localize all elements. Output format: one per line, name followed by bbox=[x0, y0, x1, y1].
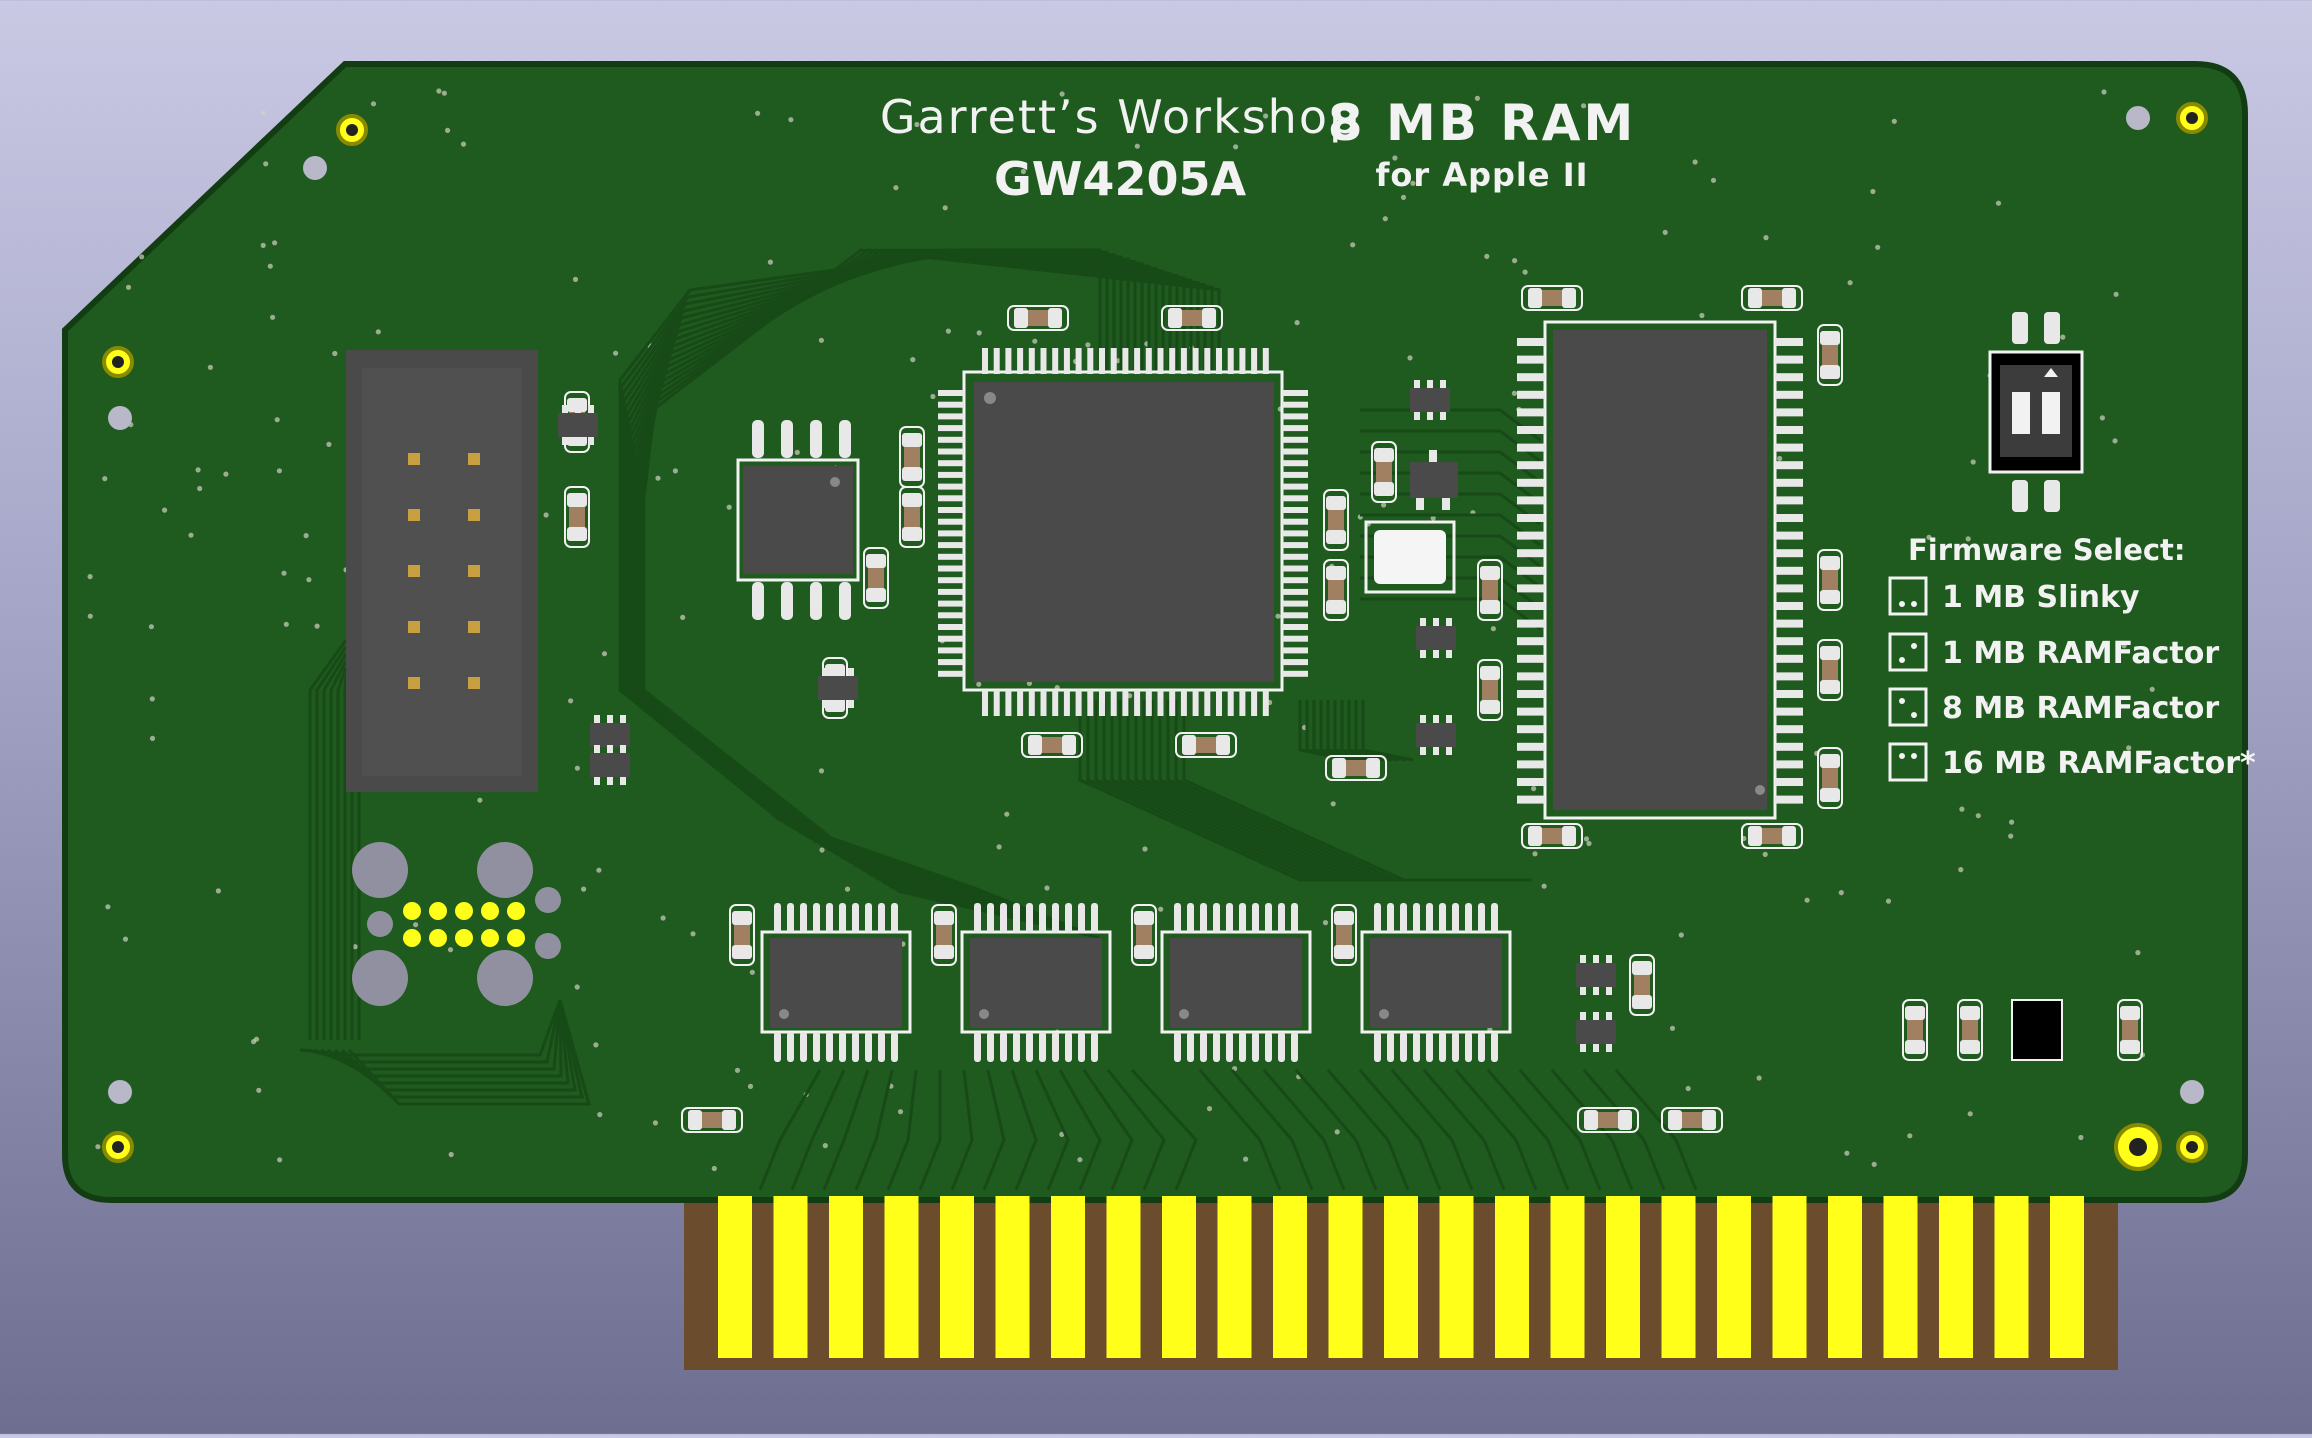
gold-finger bbox=[773, 1196, 808, 1358]
cpld-qfp100 bbox=[938, 348, 1308, 716]
firmware-option-1: 1 MB Slinky bbox=[1942, 580, 2140, 615]
gold-finger bbox=[995, 1196, 1030, 1358]
gold-finger bbox=[1439, 1196, 1474, 1358]
mounting-holes bbox=[102, 102, 2208, 1171]
gold-finger bbox=[1828, 1196, 1862, 1358]
gold-finger bbox=[1106, 1196, 1141, 1358]
gold-finger bbox=[718, 1196, 752, 1358]
pin-header-connector bbox=[346, 350, 538, 792]
gold-finger bbox=[1661, 1196, 1696, 1358]
product-label: 8 MB RAM bbox=[1328, 94, 1636, 152]
firmware-select-dots bbox=[1899, 601, 1917, 759]
firmware-option-3: 8 MB RAMFactor bbox=[1942, 691, 2219, 726]
gold-finger bbox=[1328, 1196, 1363, 1358]
firmware-option-4: 16 MB RAMFactor* bbox=[1942, 746, 2256, 781]
gold-finger bbox=[829, 1196, 863, 1358]
gold-finger bbox=[1384, 1196, 1418, 1358]
firmware-option-2: 1 MB RAMFactor bbox=[1942, 636, 2219, 671]
gold-finger bbox=[884, 1196, 919, 1358]
copper-traces bbox=[299, 248, 1698, 1191]
gold-finger bbox=[1495, 1196, 1529, 1358]
edge-connector-fingers bbox=[718, 1196, 2084, 1358]
gold-finger bbox=[940, 1196, 974, 1358]
tag-connect-footprint bbox=[352, 842, 561, 1006]
gold-finger bbox=[1772, 1196, 1807, 1358]
firmware-select-title: Firmware Select: bbox=[1908, 533, 2186, 567]
gold-finger bbox=[1162, 1196, 1196, 1358]
gold-finger bbox=[1883, 1196, 1918, 1358]
product-subtitle: for Apple II bbox=[1375, 156, 1588, 194]
gold-finger bbox=[1994, 1196, 2029, 1358]
maker-label: Garrett’s Workshop bbox=[880, 90, 1360, 144]
silkscreen: Garrett’s Workshop GW4205A 8 MB RAM for … bbox=[880, 90, 2256, 781]
flash-ic-soic8 bbox=[736, 420, 860, 620]
firmware-dip-switch[interactable] bbox=[1988, 312, 2084, 512]
part-number-label: GW4205A bbox=[994, 152, 1247, 206]
sdram-tsop54 bbox=[1517, 320, 1803, 820]
gold-finger bbox=[2050, 1196, 2084, 1358]
gold-finger bbox=[1550, 1196, 1585, 1358]
firmware-select-boxes bbox=[1888, 576, 1928, 782]
gold-finger bbox=[1939, 1196, 1973, 1358]
passive-components bbox=[558, 285, 2143, 1133]
gold-finger bbox=[1217, 1196, 1252, 1358]
oscillator bbox=[1364, 520, 1456, 594]
gold-finger bbox=[1606, 1196, 1640, 1358]
gold-finger bbox=[1273, 1196, 1307, 1358]
voltage-regulator-sot23 bbox=[1410, 450, 1458, 510]
gold-finger bbox=[1717, 1196, 1751, 1358]
bus-buffer-ics bbox=[760, 903, 1512, 1062]
gold-finger bbox=[1051, 1196, 1085, 1358]
